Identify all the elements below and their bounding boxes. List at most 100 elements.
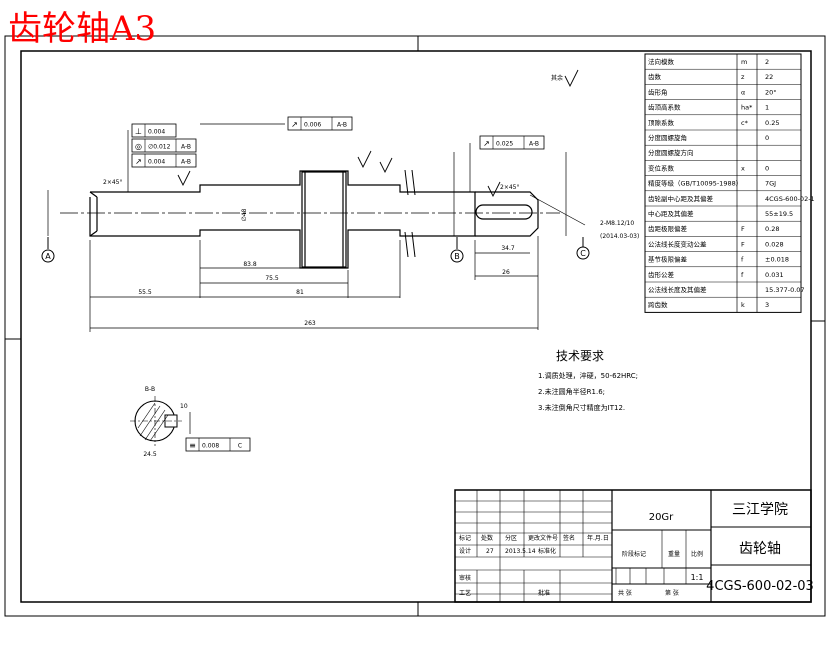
tech-item-2: 2.未注圆角半径R1.6; xyxy=(538,387,605,396)
shaft-outline xyxy=(89,170,539,269)
param-symbol: x xyxy=(741,164,745,172)
outer-border xyxy=(4,35,826,617)
section-keyw: 10 xyxy=(180,403,188,410)
tb-ymd: 年.月.日 xyxy=(587,534,609,542)
fcf-symbol: ◎ xyxy=(135,142,142,151)
tech-item-1: 1.调质处理，淬硬，50-62HRC; xyxy=(538,371,638,380)
dim-chamfer-right: 2×45° xyxy=(500,184,519,191)
section-view xyxy=(130,396,182,446)
tb-scale: 1:1 xyxy=(691,573,704,582)
param-value: 55±19.5 xyxy=(765,210,793,218)
param-value: 1 xyxy=(765,104,769,112)
param-name: 基节极限偏差 xyxy=(648,255,688,264)
tb-mark: 标记 xyxy=(459,534,471,542)
dim-total-length: 263 xyxy=(304,320,316,327)
param-symbol: α xyxy=(741,88,745,96)
fcf-leaders xyxy=(127,130,471,434)
roughness-symbols xyxy=(177,69,579,198)
tb-std: 标准化 xyxy=(538,547,556,555)
fcf-box xyxy=(131,123,177,138)
break-lines xyxy=(404,169,416,258)
param-name: 齿形公差 xyxy=(648,270,675,279)
fcf-box xyxy=(131,138,197,153)
centre-marks xyxy=(5,36,825,616)
param-symbol: F xyxy=(741,240,745,248)
param-value: ±0.018 xyxy=(765,256,789,264)
fcf-symbol: ≡ xyxy=(189,441,196,450)
param-name: 齿距极限偏差 xyxy=(648,224,688,233)
fcf-tolerance: 0.025 xyxy=(496,141,513,148)
param-name: 齿轮副中心距及其偏差 xyxy=(648,194,714,203)
param-name: 顶隙系数 xyxy=(648,118,675,127)
dim-keyseat: 26 xyxy=(502,269,510,276)
fcf-symbol: ⊥ xyxy=(135,127,142,136)
fcf-symbol: ↗ xyxy=(483,139,490,148)
param-name: 公法线长度及其偏差 xyxy=(648,285,707,294)
section-width: 24.5 xyxy=(143,451,157,458)
param-value: 0.25 xyxy=(765,119,779,127)
tb-docno: 更改文件号 xyxy=(528,534,558,542)
dim-mid1: 83.8 xyxy=(243,261,257,268)
param-value: 7GJ xyxy=(765,180,776,188)
param-value: 0.031 xyxy=(765,271,784,279)
dim-hub: ∅48 xyxy=(241,208,248,221)
datum-a xyxy=(41,237,55,263)
param-name: 齿顶高系数 xyxy=(648,103,681,112)
param-symbol: f xyxy=(741,256,744,264)
tech-item-3: 3.未注倒角尺寸精度为IT12. xyxy=(538,403,625,412)
param-value: 0 xyxy=(765,134,769,142)
fcf-datum: A-B xyxy=(529,141,539,148)
param-name: 公法线长度变动公差 xyxy=(648,239,707,248)
param-value: 0.28 xyxy=(765,225,779,233)
param-symbol: k xyxy=(741,301,745,309)
param-symbol: F xyxy=(741,225,745,233)
title-block-grid xyxy=(455,490,687,602)
tb-school: 三江学院 xyxy=(732,502,788,518)
tb-material: 20Gr xyxy=(649,512,674,523)
fcf-box xyxy=(185,437,251,452)
tb-designer: 27 xyxy=(486,548,494,555)
param-value: 0 xyxy=(765,164,769,172)
tb-ratio: 比例 xyxy=(691,550,703,558)
dim-left: 55.5 xyxy=(138,289,152,296)
dim-key-note: (2014.03-03) xyxy=(600,233,639,240)
param-name: 法向模数 xyxy=(648,57,675,66)
fcf-tolerance: 0.006 xyxy=(304,122,321,129)
tb-craft: 工艺 xyxy=(459,589,471,597)
fcf-tolerance: ∅0.012 xyxy=(148,144,171,151)
fcf-box xyxy=(479,135,545,150)
tb-approve: 批准 xyxy=(538,589,550,597)
watermark-title: 齿轮轴A3 xyxy=(8,9,157,49)
param-symbol: z xyxy=(741,73,745,81)
tb-zone: 分区 xyxy=(505,534,517,542)
tech-title: 技术要求 xyxy=(556,349,604,363)
param-name: 分度圆螺旋方向 xyxy=(648,148,694,157)
datum-c-label: C xyxy=(580,249,586,258)
fcf-tolerance: 0.004 xyxy=(148,129,165,136)
param-value: 0.028 xyxy=(765,240,784,248)
tb-weight: 重量 xyxy=(668,550,680,558)
tb-count: 处数 xyxy=(481,534,493,542)
param-name: 变位系数 xyxy=(648,163,675,172)
tb-design: 设计 xyxy=(459,547,471,555)
roughness-general-label: 其余 xyxy=(551,74,563,82)
param-symbol: f xyxy=(741,271,744,279)
fcf-datum: A-B xyxy=(181,159,191,166)
tb-sheets: 共 张 xyxy=(618,589,632,597)
param-symbol: m xyxy=(741,58,747,66)
dim-mid2: 75.5 xyxy=(265,275,279,282)
fcf-symbol: ↗ xyxy=(135,157,142,166)
param-name: 精度等级（GB/T10095-1988） xyxy=(648,179,742,188)
section-hatch xyxy=(137,402,169,442)
param-symbol: c* xyxy=(741,119,749,127)
param-value: 2 xyxy=(765,58,769,66)
dim-right: 34.7 xyxy=(501,245,515,252)
fcf-datum: A-B xyxy=(181,144,191,151)
fcf-box xyxy=(131,153,197,168)
datum-b-label: B xyxy=(454,252,460,261)
param-name: 跨齿数 xyxy=(648,300,668,309)
param-value: 22 xyxy=(765,73,773,81)
fcf-datum: C xyxy=(238,443,242,450)
